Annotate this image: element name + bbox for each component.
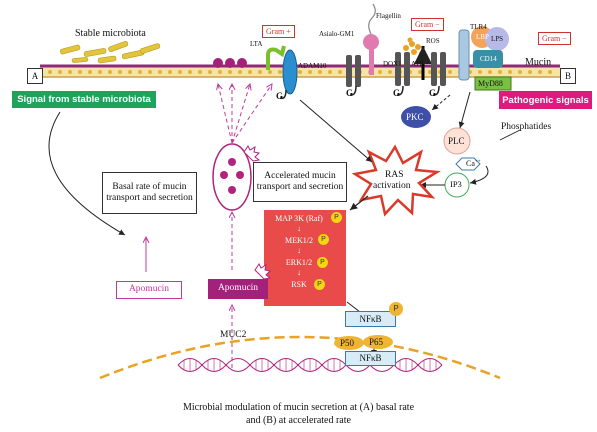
phospho-p-1: P — [331, 212, 342, 223]
membrane-label-a: A — [27, 68, 43, 84]
signal-stable-label: Signal from stable microbiota — [17, 94, 151, 105]
ca-hexagon — [455, 157, 481, 171]
ras-label-line2: activation — [373, 181, 411, 191]
membrane-label-b: B — [560, 68, 576, 84]
ros-label: ROS — [426, 37, 440, 45]
mapk-arrow-1: ↓ — [297, 224, 301, 233]
mapk-step-1: MAP 3K (Raf) — [275, 214, 323, 223]
g-protein-label-3: G — [393, 88, 401, 98]
phospho-p-2: P — [318, 234, 329, 245]
nuclear-envelope — [99, 335, 501, 380]
vesicle-sugar-tag — [243, 145, 261, 162]
ras-label-line1: RAS — [385, 170, 404, 180]
adam10-label: ADAM10 — [298, 62, 327, 70]
phospho-p-3: P — [317, 257, 328, 268]
lbp-label: LBP — [476, 33, 489, 41]
g-protein-label-2: G — [346, 88, 354, 98]
apomucin-accelerated-box: Apomucin — [208, 279, 268, 299]
p65-oval — [363, 335, 393, 349]
mapk-step-4: RSK — [291, 280, 307, 289]
atp-label: ATP — [411, 60, 424, 68]
g-protein-label-1: G — [276, 91, 284, 101]
ca-text: Ca — [466, 159, 475, 168]
dox1-label: DOX1 — [383, 60, 402, 68]
stable-microbiota-label: Stable microbiota — [75, 28, 146, 39]
lta-label: LTA — [250, 40, 263, 48]
flagellin-label: Flagellin — [376, 12, 401, 20]
caption-line-1: Microbial modulation of mucin secretion … — [182, 402, 415, 413]
nfkb-phospho-p: P — [389, 302, 403, 316]
membrane-vesicles — [213, 58, 247, 68]
ip3-label: IP3 — [450, 179, 462, 189]
dox1-receptor — [395, 52, 410, 86]
p50-label: P50 — [340, 338, 355, 348]
vesicle-granules — [220, 158, 244, 194]
nfkb-nucleus-box: NFκB — [345, 351, 396, 366]
mucin-label: Mucin — [525, 57, 552, 68]
ras-burst — [351, 144, 441, 217]
lta-receptor — [266, 45, 286, 70]
asialo-receptor — [346, 55, 361, 87]
basal-rate-box: Basal rate of mucin transport and secret… — [102, 172, 197, 214]
caption-line-2: and (B) at accelerated rate — [246, 415, 351, 426]
adam10-receptor — [282, 49, 298, 95]
apomucin-basal-box: Apomucin — [116, 281, 182, 299]
ca-superscript: ++ — [474, 159, 481, 165]
lps-label: LPS — [491, 35, 504, 43]
gram-positive-tag: Gram + — [262, 25, 295, 38]
secretory-vesicle — [212, 143, 252, 211]
phosphatides-label: Phosphatides — [501, 122, 552, 132]
g-protein-label-4: G — [429, 88, 437, 98]
flagellin-receptor — [363, 3, 379, 75]
lps-circle — [485, 27, 509, 51]
phospho-p-4: P — [314, 279, 325, 290]
mapk-arrow-3: ↓ — [297, 268, 301, 277]
signal-pathogenic-box — [499, 91, 592, 109]
pkc-ellipse — [401, 106, 431, 128]
mapk-arrow-2: ↓ — [297, 246, 301, 255]
muc2-label: MUC2 — [220, 330, 247, 340]
p65-label: P65 — [369, 337, 384, 347]
nfkb-cytoplasm-box: NFκB — [345, 311, 396, 327]
signal-pathogenic-label: Pathogenic signals — [502, 94, 589, 106]
signal-stable-box — [12, 91, 156, 108]
cd14-block — [473, 50, 503, 68]
plc-label: PLC — [448, 136, 465, 146]
plc-circle — [443, 127, 471, 155]
gram-negative-tag-2: Gram − — [538, 32, 571, 45]
gram-negative-tag-1: Gram − — [411, 18, 444, 31]
myd88-label: MyD88 — [478, 79, 503, 88]
ca-label: Ca++ — [466, 159, 481, 168]
tlr4-receptor — [458, 29, 470, 81]
ros-receptor — [431, 52, 446, 86]
cd14-label: CD14 — [480, 55, 497, 63]
mapk-cascade-box — [264, 210, 346, 306]
tlr4-label: TLR4 — [470, 23, 487, 31]
accelerated-box: Accelerated mucin transport and secretio… — [253, 162, 347, 202]
myd88-box — [474, 76, 512, 91]
apomucin-sugar-tag — [254, 263, 272, 280]
mapk-step-3: ERK1/2 — [285, 258, 313, 267]
p50-oval — [334, 336, 364, 350]
pkc-label: PKC — [406, 112, 424, 122]
microbiota-rods — [59, 40, 161, 64]
membrane-lipid-dots — [48, 70, 552, 74]
asialo-gm1-label: Asialo-GM1 — [319, 30, 355, 38]
mapk-step-2: MEK1/2 — [285, 236, 313, 245]
